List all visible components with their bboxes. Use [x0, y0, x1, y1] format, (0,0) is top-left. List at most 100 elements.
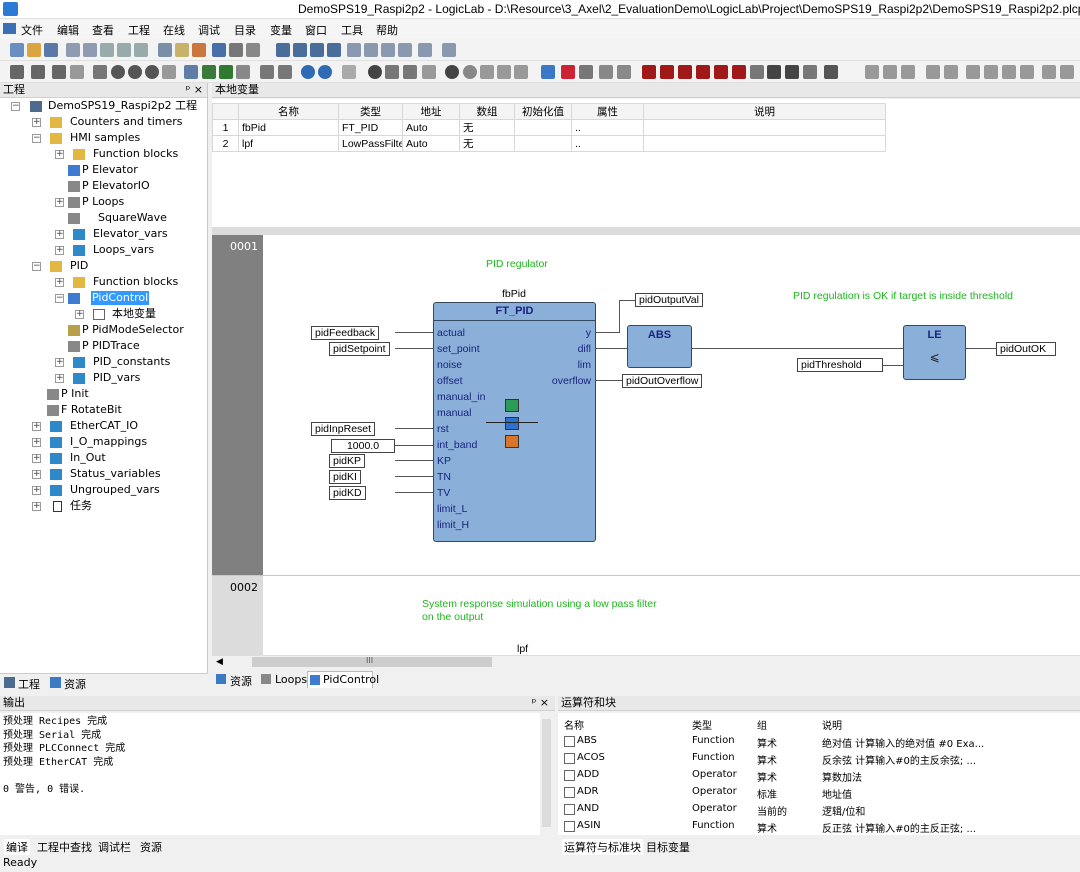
- insert-coil-icon[interactable]: [70, 65, 84, 79]
- tab-compile[interactable]: 编译: [4, 839, 30, 855]
- tree-item-elevator[interactable]: P Elevator: [82, 163, 138, 176]
- circle-icon-2[interactable]: [128, 65, 142, 79]
- menu-variables[interactable]: 变量: [270, 24, 292, 37]
- expand-icon[interactable]: +: [32, 485, 41, 495]
- jump-icon[interactable]: [162, 65, 176, 79]
- var-type[interactable]: LowPassFilter: [338, 135, 403, 152]
- collapse-icon[interactable]: −: [32, 261, 41, 271]
- tag-pid-kd[interactable]: pidKD: [329, 486, 366, 500]
- insert-network-icon[interactable]: [10, 65, 24, 79]
- list-item[interactable]: AND Operator 当前的 逻辑/位和: [558, 801, 1078, 818]
- var-init[interactable]: [514, 135, 572, 152]
- output-pin-close[interactable]: ᵖ ×: [531, 696, 549, 709]
- tree-item-ungrouped[interactable]: Ungrouped_vars: [70, 483, 160, 496]
- tag-pid-ki[interactable]: pidKI: [329, 470, 361, 484]
- var-address[interactable]: Auto: [402, 135, 460, 152]
- tab-debug-bar[interactable]: 调试栏: [98, 841, 131, 854]
- find-icon[interactable]: [158, 43, 172, 57]
- tab-operators-std-blocks[interactable]: 运算符与标准块: [562, 839, 643, 855]
- step-icon[interactable]: [342, 65, 356, 79]
- splitter[interactable]: [212, 227, 1080, 235]
- col-type[interactable]: 类型: [692, 721, 712, 732]
- tab-resources[interactable]: 资源: [64, 678, 86, 691]
- run-icon[interactable]: [301, 65, 315, 79]
- var-init[interactable]: [514, 119, 572, 136]
- ld-coil-icon[interactable]: [883, 65, 897, 79]
- fbd-return-icon[interactable]: [732, 65, 746, 79]
- branch-icon[interactable]: [219, 65, 233, 79]
- ld-more-icon[interactable]: [1060, 65, 1074, 79]
- trigger-icon[interactable]: [403, 65, 417, 79]
- menu-window[interactable]: 窗口: [305, 24, 327, 37]
- menu-view[interactable]: 查看: [92, 24, 114, 37]
- tag-pid-feedback[interactable]: pidFeedback: [311, 326, 380, 340]
- ld-up-icon[interactable]: [1020, 65, 1034, 79]
- expand-icon[interactable]: +: [32, 421, 41, 431]
- table-row[interactable]: 1 fbPid FT_PID Auto 无 ..: [212, 119, 886, 136]
- grid-icon[interactable]: [236, 65, 250, 79]
- settings-icon[interactable]: [514, 65, 528, 79]
- var-attr[interactable]: ..: [571, 119, 644, 136]
- expand-icon[interactable]: +: [55, 373, 64, 383]
- ld-series-icon[interactable]: [926, 65, 940, 79]
- scroll-thumb[interactable]: [252, 657, 492, 667]
- insert-contact-icon[interactable]: [52, 65, 66, 79]
- abs-block[interactable]: ABS: [627, 325, 692, 368]
- expand-icon[interactable]: +: [32, 117, 41, 127]
- tree-item-local-vars[interactable]: 本地变量: [112, 307, 156, 320]
- tag-pid-inp-reset[interactable]: pidInpReset: [311, 422, 376, 436]
- var-desc[interactable]: [643, 119, 886, 136]
- insert-variable-icon[interactable]: [93, 65, 107, 79]
- fullscreen-icon[interactable]: [442, 43, 456, 57]
- col-address[interactable]: 地址: [402, 103, 460, 120]
- tree-item-ethercat[interactable]: EtherCAT_IO: [70, 419, 138, 432]
- collapse-icon[interactable]: −: [55, 293, 64, 303]
- breakpoint-icon[interactable]: [368, 65, 382, 79]
- menu-file[interactable]: 文件: [21, 24, 43, 37]
- zoom-icon[interactable]: [579, 65, 593, 79]
- redo-icon[interactable]: [83, 43, 97, 57]
- tree-item-hmi-fb[interactable]: Function blocks: [93, 147, 179, 160]
- expand-icon[interactable]: +: [32, 437, 41, 447]
- list-item[interactable]: ACOS Function 算术 反余弦 计算输入#0的主反余弦; ...: [558, 750, 1078, 767]
- tab-find-in-project[interactable]: 工程中查找: [37, 841, 92, 854]
- ld-down-icon[interactable]: [1042, 65, 1056, 79]
- pause-icon[interactable]: [463, 65, 477, 79]
- menu-tools[interactable]: 工具: [341, 24, 363, 37]
- circle-icon-1[interactable]: [111, 65, 125, 79]
- col-attr[interactable]: 属性: [571, 103, 644, 120]
- undo-icon[interactable]: [66, 43, 80, 57]
- insert-above-icon[interactable]: [31, 65, 45, 79]
- block-icon[interactable]: [184, 65, 198, 79]
- fbd-var-icon[interactable]: [660, 65, 674, 79]
- tree-item-in-out[interactable]: In_Out: [70, 451, 106, 464]
- tree-item-project[interactable]: DemoSPS19_Raspi2p2 工程: [48, 99, 198, 112]
- expand-icon[interactable]: +: [55, 277, 64, 287]
- tree-item-io-mappings[interactable]: I_O_mappings: [70, 435, 148, 448]
- tree-item-pid-vars[interactable]: PID_vars: [93, 371, 141, 384]
- fbd-jump-icon[interactable]: [714, 65, 728, 79]
- output-scrollbar[interactable]: [540, 713, 554, 835]
- tree-item-counters[interactable]: Counters and timers: [70, 115, 183, 128]
- col-name[interactable]: 名称: [564, 721, 584, 732]
- col-name[interactable]: 名称: [238, 103, 339, 120]
- expand-icon[interactable]: +: [55, 197, 64, 207]
- bookmark-icon[interactable]: [192, 43, 206, 57]
- tag-pid-output-val[interactable]: pidOutputVal: [635, 293, 703, 307]
- list-item[interactable]: ASIN Function 算术 反正弦 计算输入#0的主反正弦; ...: [558, 818, 1078, 835]
- print-icon[interactable]: [229, 43, 243, 57]
- paste-icon[interactable]: [134, 43, 148, 57]
- zoom-in-icon[interactable]: [599, 65, 613, 79]
- var-type[interactable]: FT_PID: [338, 119, 403, 136]
- panel-pin-close[interactable]: ᵖ ×: [185, 83, 203, 96]
- tag-pid-out-ok[interactable]: pidOutOK: [996, 342, 1056, 356]
- list-icon[interactable]: [422, 65, 436, 79]
- record-icon[interactable]: [445, 65, 459, 79]
- menu-help[interactable]: 帮助: [376, 24, 398, 37]
- ld-parallel-icon[interactable]: [901, 65, 915, 79]
- editor-tab-loops[interactable]: Loops: [275, 673, 308, 686]
- horizontal-scrollbar[interactable]: ◀ III: [212, 655, 1080, 668]
- zoom-out-icon[interactable]: [617, 65, 631, 79]
- var-name[interactable]: lpf: [238, 135, 339, 152]
- tree-item-elevator-vars[interactable]: Elevator_vars: [93, 227, 168, 240]
